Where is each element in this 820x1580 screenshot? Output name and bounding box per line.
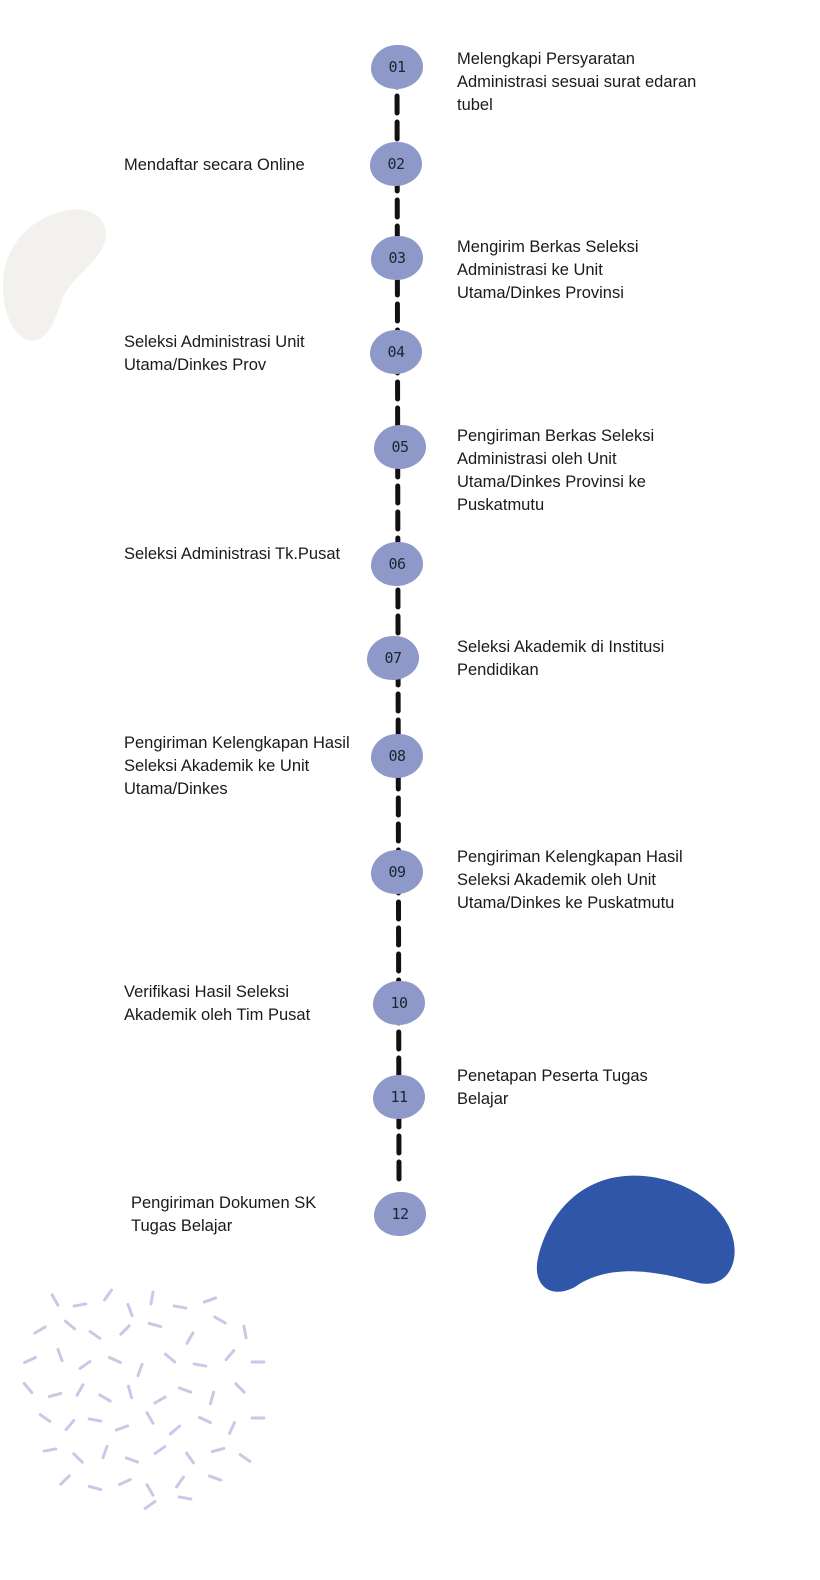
confetti-dash <box>56 1347 64 1363</box>
step-node-11: 11 <box>373 1075 425 1119</box>
blue-blob <box>536 1175 735 1292</box>
confetti-dash <box>126 1384 134 1400</box>
step-node-03: 03 <box>371 236 423 280</box>
confetti-dash <box>202 1296 218 1304</box>
confetti-dash <box>124 1456 140 1464</box>
confetti-dash <box>149 1290 155 1306</box>
step-label-03: Mengirim Berkas Seleksi Administrasi ke … <box>457 238 639 302</box>
confetti-dash <box>207 1474 223 1482</box>
confetti-dash <box>38 1413 52 1423</box>
confetti-dash <box>153 1395 167 1405</box>
confetti-dash <box>145 1411 155 1425</box>
step-number: 08 <box>388 747 406 765</box>
confetti-dash <box>87 1484 103 1492</box>
confetti-dash <box>88 1330 102 1340</box>
step-number: 09 <box>388 863 406 881</box>
confetti-dash <box>33 1325 47 1335</box>
step-node-09: 09 <box>371 850 423 894</box>
confetti-dash <box>177 1495 193 1501</box>
confetti-dash <box>198 1415 212 1425</box>
confetti-pattern <box>22 1288 266 1510</box>
confetti-dash <box>143 1500 157 1510</box>
confetti-dash <box>147 1321 163 1329</box>
confetti-dash <box>185 1451 195 1465</box>
confetti-dash <box>185 1331 195 1345</box>
step-label-10: Verifikasi Hasil Seleksi Akademik oleh T… <box>124 983 311 1024</box>
step-number: 12 <box>391 1205 409 1223</box>
confetti-dash <box>227 1421 237 1435</box>
confetti-dash <box>118 1477 132 1487</box>
confetti-dash <box>175 1475 185 1489</box>
step-number: 11 <box>390 1088 408 1106</box>
step-number: 07 <box>384 649 402 667</box>
confetti-dash <box>47 1391 63 1399</box>
confetti-dash <box>101 1444 109 1460</box>
confetti-dash <box>153 1445 167 1455</box>
step-number: 04 <box>387 343 405 361</box>
confetti-dash <box>108 1355 122 1365</box>
step-node-06: 06 <box>371 542 423 586</box>
step-node-01: 01 <box>371 45 423 89</box>
confetti-dash <box>59 1474 71 1486</box>
confetti-dash <box>234 1382 246 1394</box>
confetti-dash <box>168 1424 182 1436</box>
confetti-dash <box>98 1393 112 1403</box>
confetti-dash <box>172 1304 188 1310</box>
confetti-dash <box>136 1362 144 1378</box>
confetti-dash <box>78 1360 92 1370</box>
confetti-dash <box>126 1302 134 1318</box>
beige-blob <box>3 209 106 341</box>
step-number: 05 <box>391 438 409 456</box>
step-node-12: 12 <box>374 1192 426 1236</box>
confetti-dash <box>145 1483 155 1497</box>
confetti-dash <box>75 1383 85 1397</box>
confetti-dash <box>50 1293 60 1307</box>
step-label-12: Pengiriman Dokumen SK Tugas Belajar <box>131 1194 317 1235</box>
step-label-08: Pengiriman Kelengkapan Hasil Seleksi Aka… <box>124 734 350 798</box>
confetti-dash <box>114 1424 130 1432</box>
confetti-dash <box>63 1319 77 1331</box>
step-label-02: Mendaftar secara Online <box>124 156 305 174</box>
confetti-dash <box>208 1390 216 1406</box>
step-number: 06 <box>388 555 406 573</box>
step-label-11: Penetapan Peserta Tugas Belajar <box>457 1067 648 1108</box>
step-label-06: Seleksi Administrasi Tk.Pusat <box>124 545 341 563</box>
confetti-dash <box>103 1288 113 1302</box>
confetti-dash <box>242 1324 248 1340</box>
confetti-dash <box>42 1447 58 1453</box>
step-number: 10 <box>390 994 408 1012</box>
confetti-dash <box>72 1302 88 1308</box>
step-label-01: Melengkapi Persyaratan Administrasi sesu… <box>457 50 697 114</box>
confetti-dash <box>210 1446 226 1454</box>
confetti-dash <box>72 1452 84 1464</box>
step-label-07: Seleksi Akademik di Institusi Pendidikan <box>457 638 665 679</box>
step-number: 01 <box>388 58 406 76</box>
confetti-dash <box>23 1355 37 1365</box>
step-node-08: 08 <box>371 734 423 778</box>
step-node-05: 05 <box>374 425 426 469</box>
step-node-02: 02 <box>370 142 422 186</box>
step-label-05: Pengiriman Berkas Seleksi Administrasi o… <box>457 427 655 514</box>
confetti-dash <box>119 1324 131 1336</box>
step-label-04: Seleksi Administrasi Unit Utama/Dinkes P… <box>124 333 305 374</box>
confetti-dash <box>192 1362 208 1368</box>
step-label-09: Pengiriman Kelengkapan Hasil Seleksi Aka… <box>457 848 683 912</box>
confetti-dash <box>224 1348 236 1362</box>
confetti-dash <box>177 1386 193 1394</box>
step-node-04: 04 <box>370 330 422 374</box>
step-node-07: 07 <box>367 636 419 680</box>
step-number: 03 <box>388 249 406 267</box>
confetti-dash <box>163 1352 177 1364</box>
confetti-dash <box>22 1381 34 1395</box>
step-node-10: 10 <box>373 981 425 1025</box>
step-number: 02 <box>387 155 405 173</box>
confetti-dash <box>64 1418 76 1432</box>
confetti-dash <box>87 1417 103 1423</box>
confetti-dash <box>238 1453 252 1463</box>
confetti-dash <box>213 1315 227 1325</box>
